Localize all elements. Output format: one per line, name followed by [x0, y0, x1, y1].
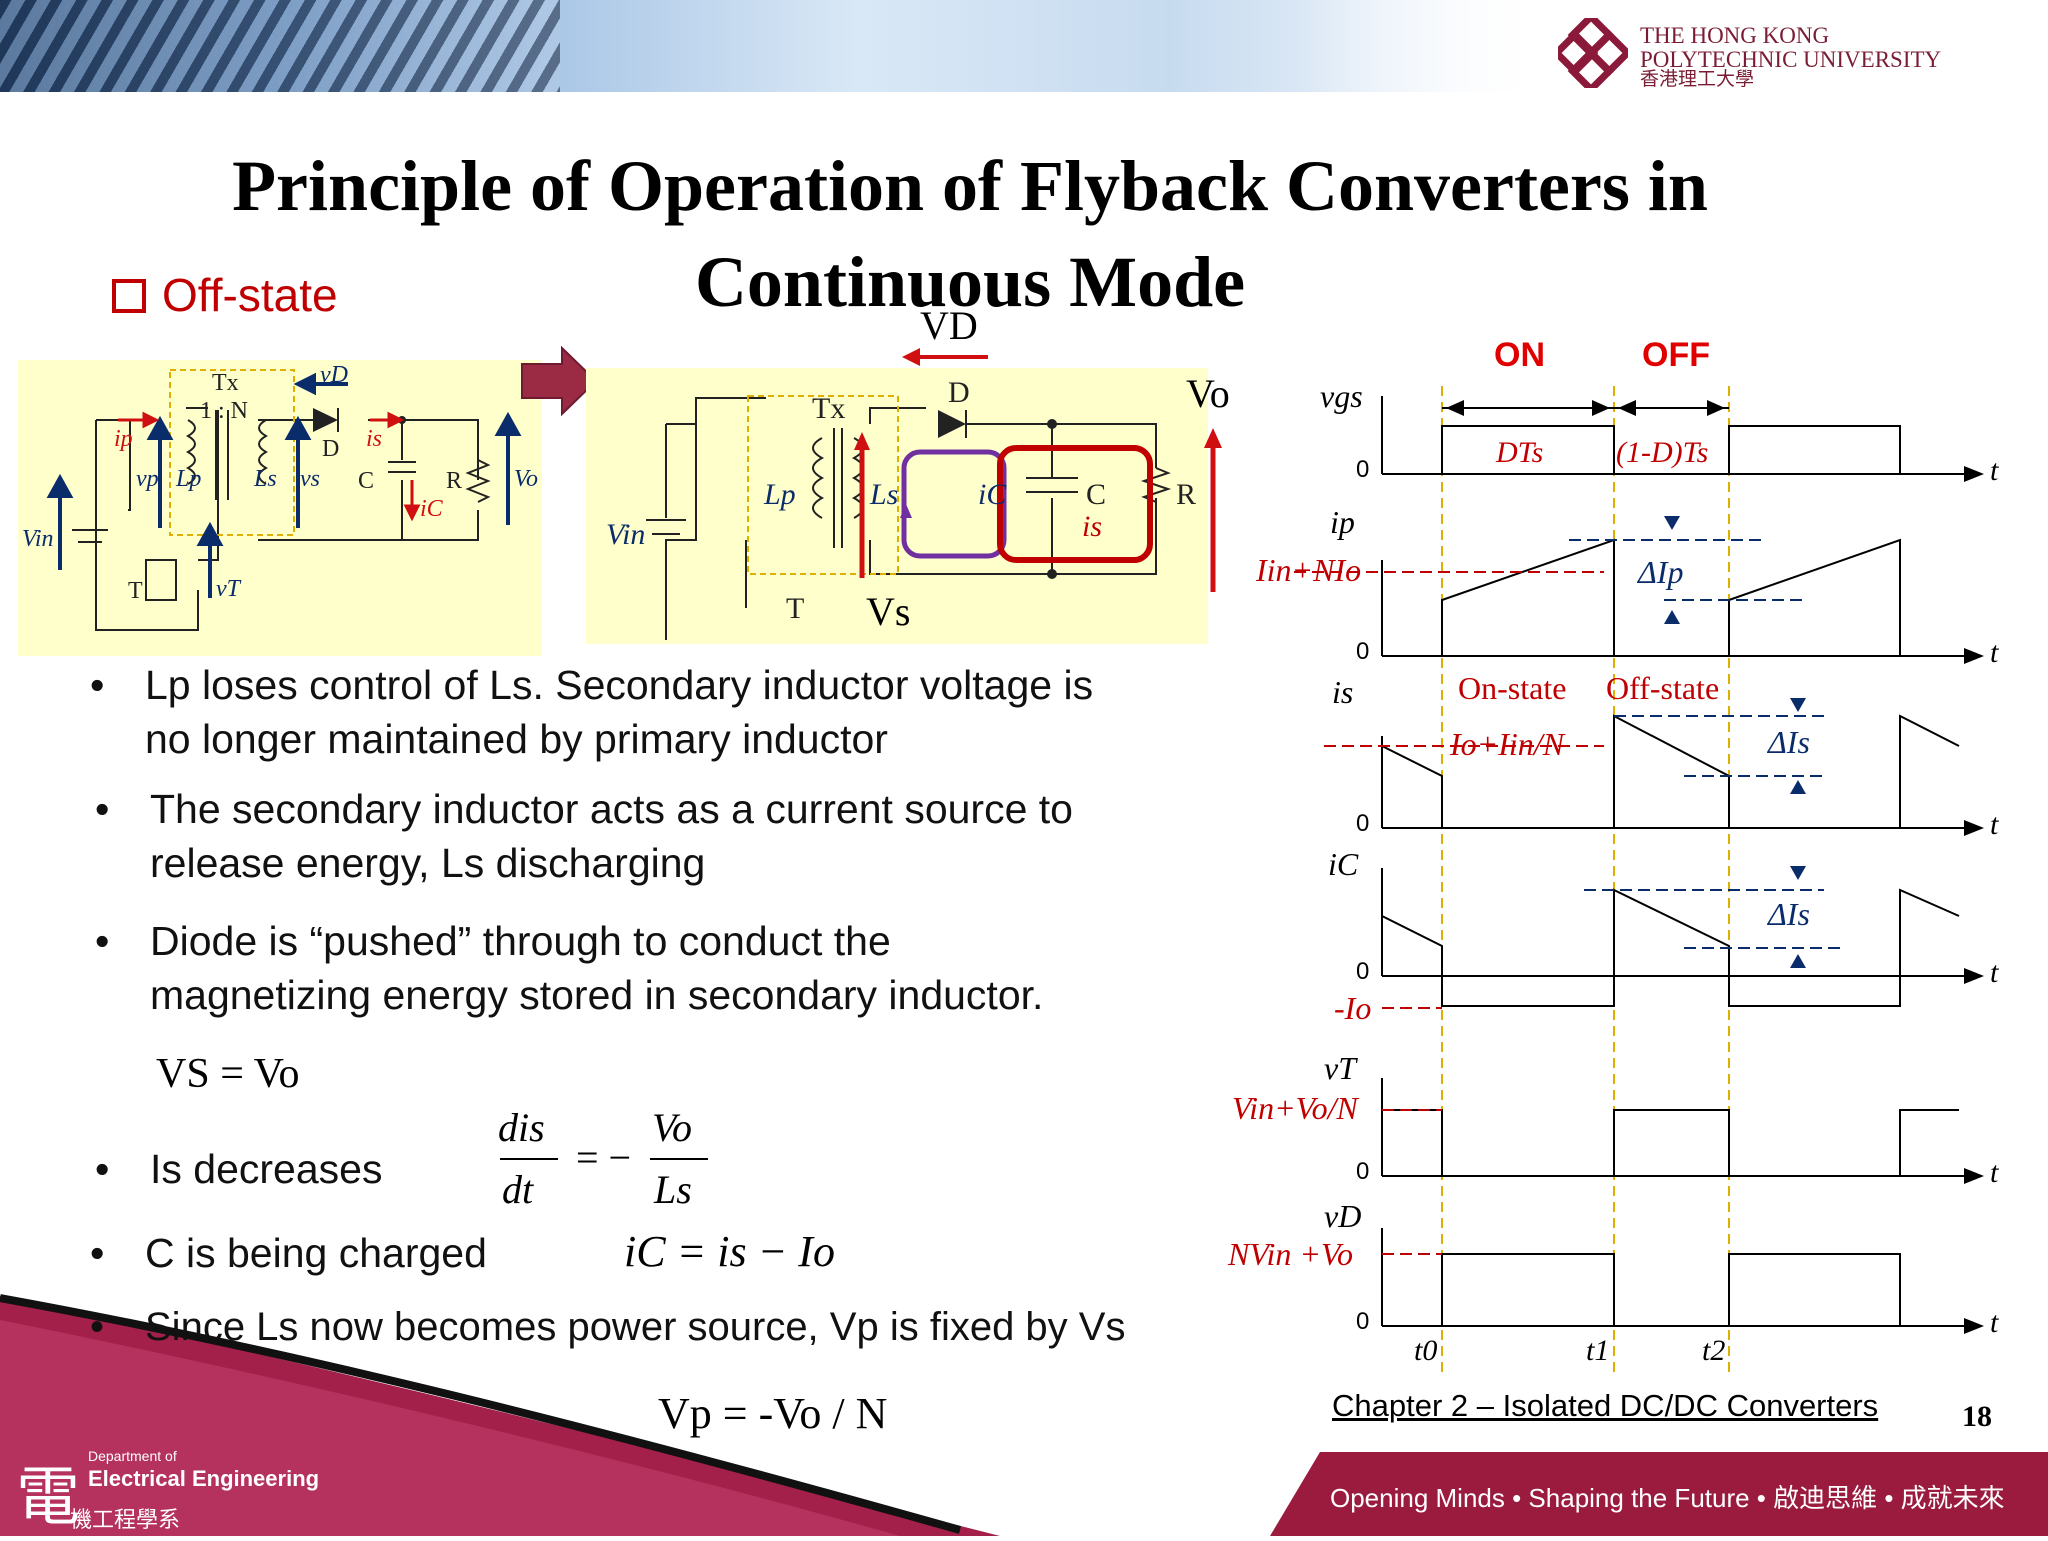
is-level-label: Io+Iin/N [1450, 726, 1565, 762]
university-name-zh: 香港理工大學 [1640, 69, 1755, 90]
svg-text:vs: vs [300, 466, 320, 492]
svg-text:C: C [358, 468, 374, 494]
svg-text:C: C [1086, 478, 1106, 511]
trace-is: is [1332, 674, 1354, 710]
page-number: 18 [1962, 1400, 1992, 1433]
svg-text:T: T [128, 578, 143, 604]
trace-ip: ip [1330, 504, 1355, 540]
svg-text:vT: vT [216, 576, 242, 602]
vo-label: Vo [1186, 371, 1230, 416]
t-axis-label: t [1990, 808, 1999, 841]
zero-label: 0 [1356, 1158, 1370, 1185]
chapter-link[interactable]: Chapter 2 – Isolated DC/DC Converters [1332, 1388, 1879, 1423]
svg-text:D: D [322, 436, 339, 462]
equation-ic: iC = is − Io [624, 1227, 835, 1276]
equation-dis-dt: dis dt = − Vo Ls [492, 1104, 732, 1224]
delta-is-label-ic: ΔIs [1768, 896, 1810, 932]
bullet-1: •Lp loses control of Ls. Secondary induc… [90, 662, 1094, 762]
bullet-2: •The secondary inductor acts as a curren… [95, 786, 1073, 886]
t-axis-label: t [1990, 1156, 1999, 1189]
svg-text:ip: ip [114, 426, 133, 452]
svg-text:iC: iC [978, 478, 1007, 511]
waveform-diagram: ON OFF DTs (1-D)Ts vgs ip is iC vT vD 0 … [1224, 336, 2024, 1386]
svg-text:Lp: Lp [175, 466, 201, 492]
vd-label: VD [920, 303, 978, 348]
onstate-label: On-state [1458, 670, 1567, 706]
one-minus-d-label: (1-D)Ts [1616, 436, 1709, 469]
svg-text:Vin: Vin [606, 518, 645, 551]
header-banner [0, 0, 2048, 92]
on-label: ON [1494, 336, 1545, 374]
t-axis-label: t [1990, 454, 1999, 487]
vo-arrow-icon [1200, 424, 1226, 599]
bullet-4: •Is decreases [95, 1146, 383, 1192]
svg-text:T: T [786, 592, 804, 625]
svg-text:Ls: Ls [253, 466, 277, 492]
vt-level-label: Vin+Vo/N [1232, 1090, 1358, 1126]
department-small: Department of [88, 1448, 177, 1464]
svg-text:is: is [366, 426, 382, 452]
svg-text:R: R [446, 468, 462, 494]
t-axis-label: t [1990, 956, 1999, 989]
bullet-3: •Diode is “pushed” through to conduct th… [95, 918, 1044, 1018]
svg-text:Ls: Ls [869, 478, 898, 511]
svg-text:1 : N: 1 : N [200, 398, 248, 424]
circuit-left: Tx 1 : N vD ip is vp Lp Ls vs D C R Vo i… [18, 360, 542, 656]
delta-is-label: ΔIs [1768, 724, 1810, 760]
checkbox-bullet-icon [112, 279, 146, 313]
zero-label: 0 [1356, 638, 1370, 665]
slide-title: Principle of Operation of Flyback Conver… [232, 146, 1708, 322]
t1-label: t1 [1586, 1334, 1610, 1367]
t-axis-label: t [1990, 636, 1999, 669]
svg-text:iC: iC [420, 496, 444, 522]
equation-vs: VS = Vo [156, 1051, 300, 1097]
svg-text:is: is [1082, 510, 1102, 543]
bullet-5: •C is being charged [90, 1230, 487, 1276]
vs-label: Vs [866, 589, 911, 634]
trace-vd: vD [1324, 1198, 1362, 1234]
t2-label: t2 [1702, 1334, 1726, 1367]
svg-text:Tx: Tx [812, 392, 845, 425]
svg-text:Lp: Lp [763, 478, 796, 511]
neg-io-label: -Io [1334, 990, 1372, 1026]
dts-label: DTs [1496, 436, 1544, 469]
footer-band [0, 1290, 2048, 1536]
university-name-line1: THE HONG KONG [1640, 23, 1830, 48]
vd-arrow-icon [898, 344, 990, 375]
zero-label: 0 [1356, 810, 1370, 837]
department-logo-char: 電 [16, 1462, 80, 1533]
trace-vgs: vgs [1320, 378, 1363, 414]
svg-text:Vin: Vin [22, 526, 54, 552]
department-name-zh: 機工程學系 [70, 1507, 181, 1532]
t0-label: t0 [1414, 1334, 1438, 1367]
bullet-6: •Since Ls now becomes power source, Vp i… [90, 1305, 1126, 1349]
t-axis-label: t [1990, 1306, 1999, 1339]
off-label: OFF [1642, 336, 1710, 374]
equation-vp: Vp = -Vo / N [658, 1389, 888, 1438]
zero-label: 0 [1356, 456, 1370, 483]
section-label: Off-state [112, 268, 338, 322]
department-name: Electrical Engineering [88, 1466, 320, 1491]
svg-text:vD: vD [320, 362, 348, 388]
university-logo [1551, 11, 1633, 95]
trace-vt: vT [1324, 1050, 1356, 1086]
delta-ip-label: ΔIp [1638, 554, 1684, 590]
slogan: Opening Minds • Shaping the Future • 啟迪思… [1330, 1483, 2005, 1513]
svg-text:R: R [1176, 478, 1196, 511]
right-arrow-icon [518, 345, 600, 421]
zero-label: 0 [1356, 1308, 1370, 1335]
trace-ic: iC [1328, 846, 1359, 882]
circuit-right: D Tx R C T Lp Ls iC Vin is [586, 368, 1208, 644]
svg-text:Vo: Vo [514, 466, 538, 492]
zero-label: 0 [1356, 958, 1370, 985]
svg-text:Tx: Tx [212, 370, 239, 396]
university-name-line2: POLYTECHNIC UNIVERSITY [1640, 47, 1942, 72]
svg-text:D: D [948, 376, 970, 409]
svg-text:vp: vp [136, 466, 159, 492]
offstate-label: Off-state [1606, 670, 1720, 706]
ip-level-label: Iin+NIo [1256, 552, 1362, 588]
vd-level-label: NVin +Vo [1228, 1236, 1353, 1272]
